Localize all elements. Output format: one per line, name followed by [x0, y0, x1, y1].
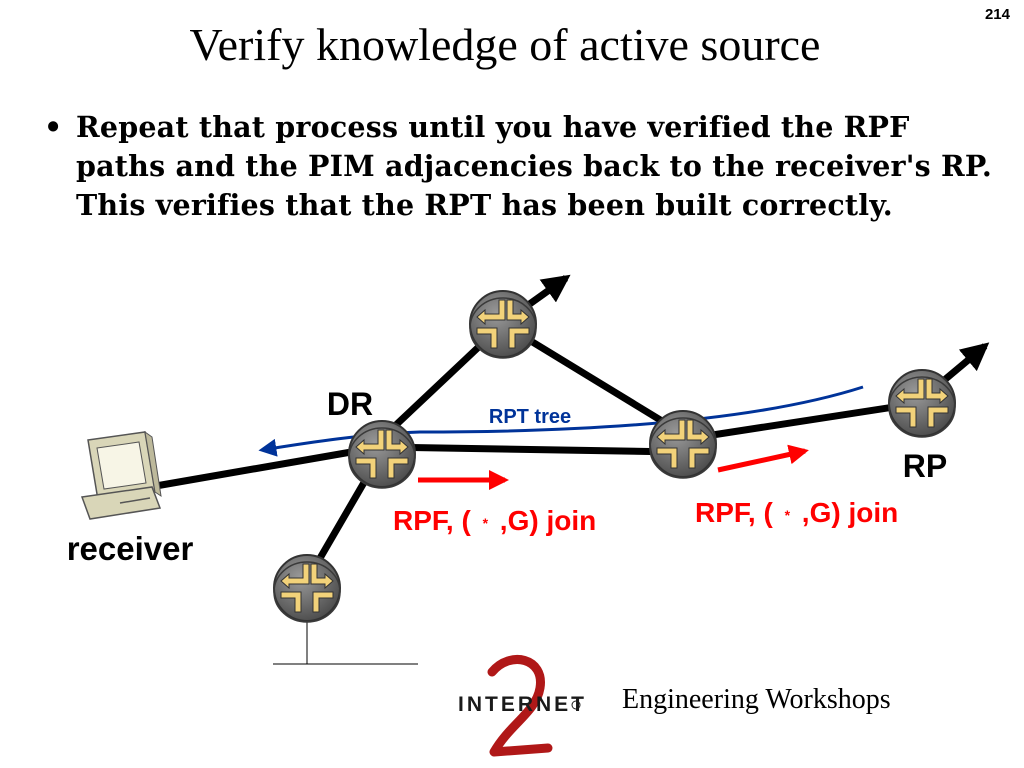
dr-label: DR	[327, 386, 373, 422]
join-label-1: RPF, ( * ,G) join	[393, 503, 596, 536]
logo-wordmark: INTERNET	[458, 693, 587, 716]
link-receiver-dr	[149, 443, 381, 491]
router-middle	[649, 410, 717, 479]
join-label-1-star: *	[483, 515, 489, 531]
router-dr	[348, 420, 416, 489]
join-label-2-prefix: RPF, (	[695, 497, 773, 528]
join-label-2-star: *	[785, 507, 791, 523]
join-label-2: RPF, ( * ,G) join	[695, 495, 898, 528]
link-dr-middle	[379, 443, 681, 456]
join-arrow-2	[717, 444, 809, 473]
bullet-text: Repeat that process until you have verif…	[76, 110, 992, 222]
join-label-1-prefix: RPF, (	[393, 505, 471, 536]
network-links	[149, 321, 921, 586]
logo-numeral-graphic	[487, 655, 553, 757]
link-middle-rp	[679, 399, 921, 444]
internet2-logo: INTERNET	[458, 655, 587, 757]
bullet-dot: •	[44, 110, 63, 144]
router-bottom	[273, 554, 341, 623]
slide-title: Verify knowledge of active source	[189, 19, 821, 70]
bullet-list: • Repeat that process until you have ver…	[40, 108, 1000, 225]
registered-mark-icon	[571, 700, 581, 710]
join-label-2-suffix: ,G) join	[802, 497, 898, 528]
router-top	[469, 290, 537, 359]
receiver-label: receiver	[67, 530, 194, 567]
rpt-tree-path	[258, 385, 864, 457]
router-rp	[888, 369, 956, 438]
bullet-item: • Repeat that process until you have ver…	[40, 108, 1000, 225]
rp-label: RP	[903, 448, 947, 484]
rpt-tree-label: RPT tree	[489, 406, 571, 428]
join-label-1-suffix: ,G) join	[500, 505, 596, 536]
workstation-icon	[80, 430, 162, 520]
slide-number: 214	[984, 6, 1010, 23]
footer-text: Engineering Workshops	[622, 684, 891, 715]
